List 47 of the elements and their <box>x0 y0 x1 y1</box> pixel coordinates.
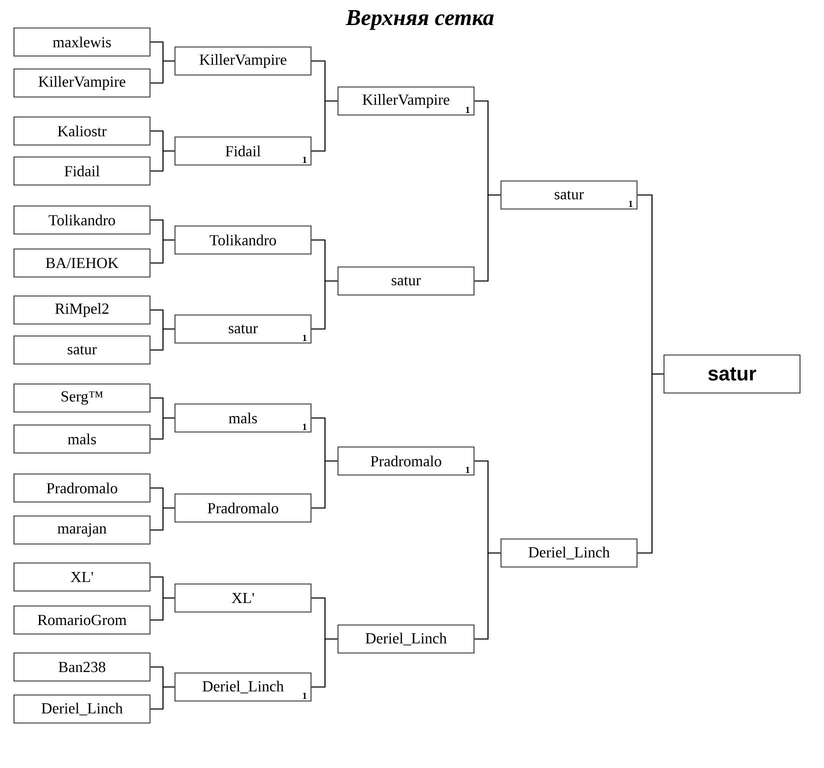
score-mark: 1 <box>303 692 306 699</box>
player-box: Tolikandro <box>174 225 312 255</box>
player-box: Deriel_Linch <box>500 538 638 568</box>
player-box: Pradromalo <box>174 493 312 523</box>
bracket-line <box>474 552 500 640</box>
player-box: Ban238 <box>13 652 151 682</box>
score-mark: 1 <box>466 106 470 113</box>
bracket-line <box>312 460 338 509</box>
bracket-line <box>150 150 174 172</box>
bracket-line <box>474 194 500 282</box>
score-mark: 1 <box>303 156 306 163</box>
player-box: RomarioGrom <box>13 605 151 635</box>
player-box: BA/IEHOK <box>13 248 151 278</box>
player-box: mals <box>13 424 151 454</box>
player-box: Deriel_Linch <box>13 694 151 724</box>
title: Верхняя сетка <box>346 10 494 30</box>
score-mark: 1 <box>629 200 632 207</box>
player-box: Kaliostr <box>13 116 151 146</box>
bracket-line <box>150 507 174 531</box>
player-box: satur <box>337 266 475 296</box>
player-box: XL' <box>174 583 312 613</box>
bracket-line <box>150 417 174 440</box>
player-box: maxlewis <box>13 27 151 57</box>
player-box: Deriel_Linch <box>337 624 475 654</box>
bracket-line <box>150 328 174 351</box>
player-box: Pradromalo <box>13 473 151 503</box>
score-mark: 1 <box>303 424 306 430</box>
bracket-line <box>638 373 664 554</box>
score-mark: 1 <box>466 466 470 473</box>
player-box: Tolikandro <box>13 205 151 235</box>
player-box: KillerVampire <box>13 68 151 98</box>
player-box: marajan <box>13 515 151 545</box>
bracket-line <box>312 638 338 688</box>
player-box: XL' <box>13 562 151 592</box>
bracket-line <box>150 597 174 621</box>
player-box: satur <box>13 335 151 365</box>
score-mark: 1 <box>303 334 306 341</box>
player-box: RiMpel2 <box>13 295 151 325</box>
bracket-line <box>312 100 338 152</box>
winner-box: satur <box>663 354 801 394</box>
player-box: Serg™ <box>13 383 151 413</box>
bracket-line <box>150 686 174 710</box>
bracket-line <box>150 60 174 84</box>
bracket-line <box>150 239 174 264</box>
player-box: KillerVampire <box>174 46 312 76</box>
bracket-line <box>312 280 338 330</box>
player-box: Fidail <box>13 156 151 186</box>
